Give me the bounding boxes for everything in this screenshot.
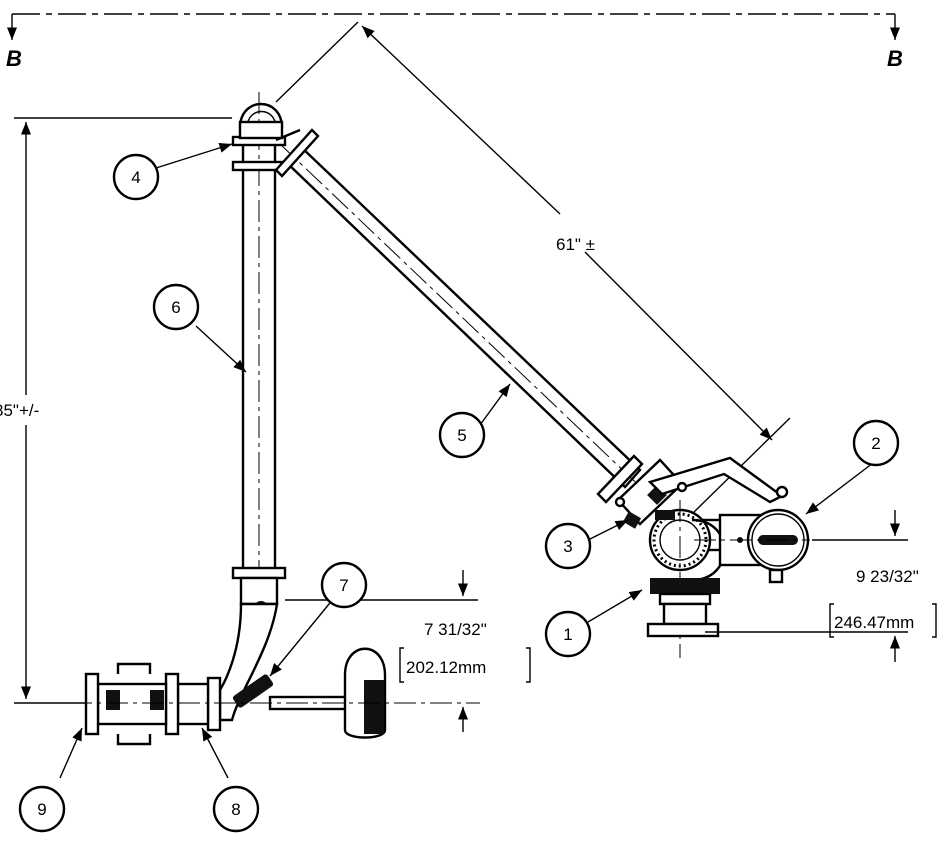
callout-3-label: 3 bbox=[563, 537, 572, 556]
callout-2-label: 2 bbox=[871, 434, 880, 453]
right-offset-inches: 9 23/32" bbox=[856, 567, 919, 586]
riser-pipe bbox=[231, 92, 301, 612]
section-line bbox=[6, 13, 901, 40]
callout-4-label: 4 bbox=[131, 168, 140, 187]
arm-length-dimension bbox=[275, 21, 791, 513]
outboard-arm bbox=[274, 128, 684, 526]
callout-7-label: 7 bbox=[339, 576, 348, 595]
left-offset-mm: 202.12mm bbox=[406, 658, 486, 677]
callout-5-label: 5 bbox=[457, 426, 466, 445]
left-offset-inches: 7 31/32" bbox=[424, 620, 487, 639]
callout-1: 1 bbox=[544, 610, 592, 658]
callout-1-label: 1 bbox=[563, 625, 572, 644]
callout-leaders bbox=[59, 142, 874, 779]
base-flange bbox=[646, 578, 720, 638]
inlet-assembly bbox=[70, 576, 480, 746]
callout-9-label: 9 bbox=[37, 800, 46, 819]
callout-8: 8 bbox=[212, 785, 260, 833]
swivel-assembly bbox=[622, 456, 810, 658]
callout-7: 7 bbox=[320, 561, 368, 609]
height-dimension bbox=[14, 117, 232, 704]
callout-6-label: 6 bbox=[171, 298, 180, 317]
callout-3: 3 bbox=[544, 522, 592, 570]
section-label-right: B bbox=[887, 46, 903, 71]
callout-4: 4 bbox=[112, 153, 160, 201]
callout-6: 6 bbox=[152, 283, 200, 331]
left-offset-dimension bbox=[285, 570, 531, 732]
callout-8-label: 8 bbox=[231, 800, 240, 819]
callout-9: 9 bbox=[18, 785, 66, 833]
arm-length-label: 61" ± bbox=[556, 235, 595, 254]
height-label: 85"+/- bbox=[0, 401, 39, 420]
right-offset-dimension bbox=[705, 510, 937, 662]
callout-5: 5 bbox=[438, 411, 486, 459]
callout-2: 2 bbox=[852, 419, 900, 467]
section-label-left: B bbox=[6, 46, 22, 71]
right-offset-mm: 246.47mm bbox=[834, 613, 914, 632]
